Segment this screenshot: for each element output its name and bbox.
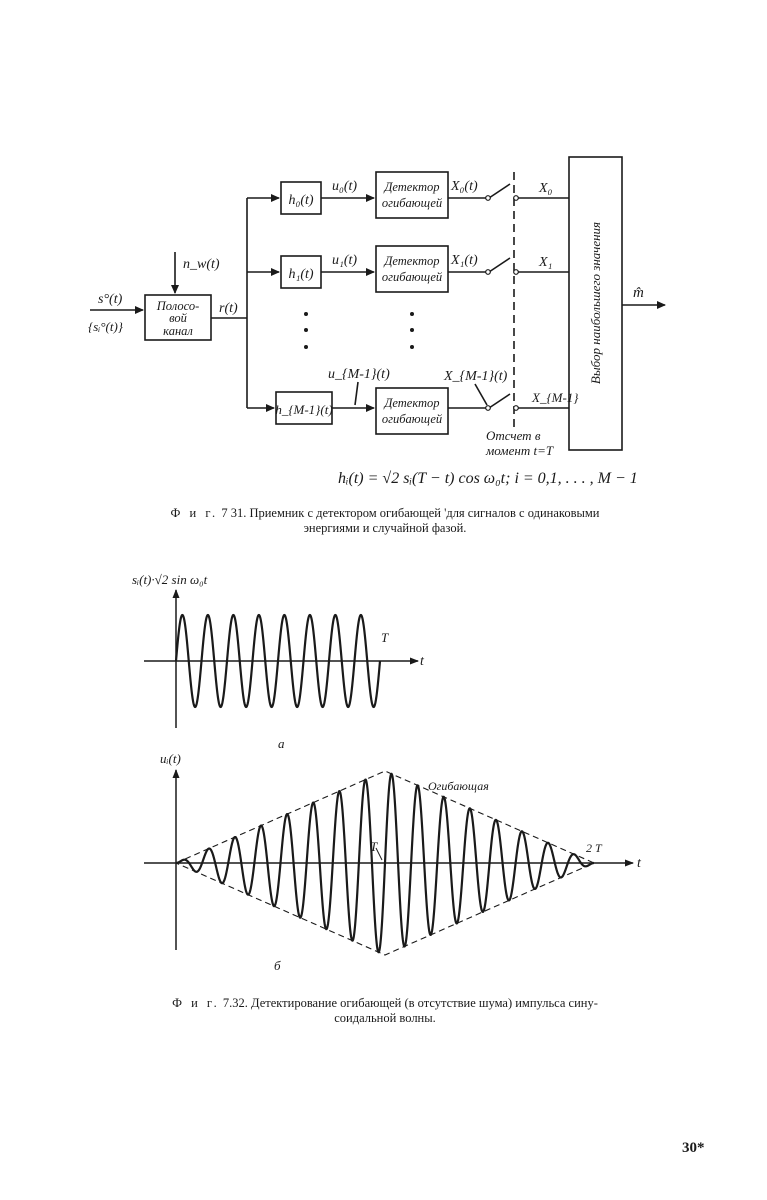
filter-m1-output-label: u_{M-1}(t) — [328, 367, 390, 382]
caption-number: 7.32. — [222, 996, 248, 1010]
bottom-axis-t-label: t — [637, 856, 642, 871]
impulse-response-formula: hᵢ(t) = √2 sᵢ(T − t) cos ω₀t; i = 0,1, .… — [338, 470, 638, 487]
detector-1-label-line-1: Детектор — [383, 254, 439, 268]
caption-line-2: соидальной волны. — [334, 1011, 436, 1025]
bottom-t-marker: T — [370, 839, 378, 854]
detector-0-label-line-2: огибающей — [382, 196, 443, 210]
top-sublabel: а — [278, 736, 285, 751]
caption-line-2: энергиями и случайной фазой. — [303, 521, 467, 535]
channel-label-line-1: Полосо- — [156, 299, 199, 313]
channel-label-line-3: канал — [163, 324, 193, 338]
max-selector-block — [568, 156, 623, 451]
receiver-block-diagram: s°(t) {sᵢ°(t)} n_w(t) Полосо- вой канал … — [88, 156, 666, 487]
filter-0-label: h₀(t) — [288, 193, 313, 208]
selector-label: Выбор наибольшего значения — [588, 222, 603, 384]
decision-label: m̂ — [633, 285, 644, 301]
received-signal-label: r(t) — [219, 301, 238, 316]
detector-1-label-line-2: огибающей — [382, 270, 443, 284]
envelope-detector-1 — [375, 245, 449, 293]
input-signal-set-label: {sᵢ°(t)} — [88, 319, 124, 334]
sampling-switch-m1 — [488, 393, 511, 409]
figure-7-31-caption: Ф и г. 7 31. Приемник с детектором огиба… — [85, 506, 685, 536]
sample-m1-label: X_{M-1} — [531, 390, 579, 405]
bottom-y-axis-label: uᵢ(t) — [160, 751, 181, 766]
caption-label: Ф и г. — [172, 996, 220, 1010]
noise-label: n_w(t) — [183, 257, 220, 272]
envelope-label: Огибающая — [428, 779, 489, 793]
caption-label: Ф и г. — [170, 506, 219, 520]
figure-7-32-caption: Ф и г. 7.32. Детектирование огибающей (в… — [85, 996, 685, 1026]
sampling-switch-1 — [488, 257, 511, 273]
detector-0-label-line-1: Детектор — [383, 180, 439, 194]
bottom-sublabel: б — [274, 958, 281, 973]
caption-line-1: Приемник с детектором огибающей 'для сиг… — [249, 506, 600, 520]
sample-0-label: X₀ — [538, 181, 553, 196]
caption-number: 7 31. — [221, 506, 247, 520]
detector-1-output-label: X₁(t) — [450, 253, 478, 268]
detector-m1-output-label: X_{M-1}(t) — [443, 369, 508, 384]
caption-line-1: Детектирование огибающей (в отсутствие ш… — [251, 996, 598, 1010]
envelope-dashed-series — [174, 770, 596, 956]
sampling-switch-0 — [488, 183, 511, 199]
ellipsis-dots — [304, 312, 414, 349]
top-y-axis-label: sᵢ(t)·√2 sin ω₀t — [132, 572, 208, 587]
sampling-label-line-1: Отсчет в — [486, 428, 541, 443]
envelope-detector-0 — [375, 171, 449, 219]
filter-1-output-label: u₁(t) — [332, 253, 357, 268]
sample-1-label: X₁ — [538, 255, 552, 270]
filter-output-series — [175, 772, 595, 954]
sampling-label-line-2: момент t=T — [485, 443, 554, 458]
top-axis-t-label: t — [420, 654, 425, 669]
filter-m1-label: h_{M-1}(t) — [275, 402, 332, 417]
sinusoid-pulse-series — [174, 613, 382, 709]
detector-m1-label-line-1: Детектор — [383, 396, 439, 410]
detector-0-output-label: X₀(t) — [450, 179, 478, 194]
top-t-marker: T — [381, 630, 389, 645]
bottom-2t-marker: 2 T — [586, 841, 603, 855]
detector-m1-label-line-2: огибающей — [382, 412, 443, 426]
envelope-detector-m1 — [375, 387, 449, 435]
input-signal-label: s°(t) — [98, 292, 123, 307]
page-number: 30* — [682, 1140, 705, 1156]
channel-label-line-2: вой — [169, 311, 188, 325]
filter-1-label: h₁(t) — [288, 267, 313, 282]
filter-0-output-label: u₀(t) — [332, 179, 357, 194]
